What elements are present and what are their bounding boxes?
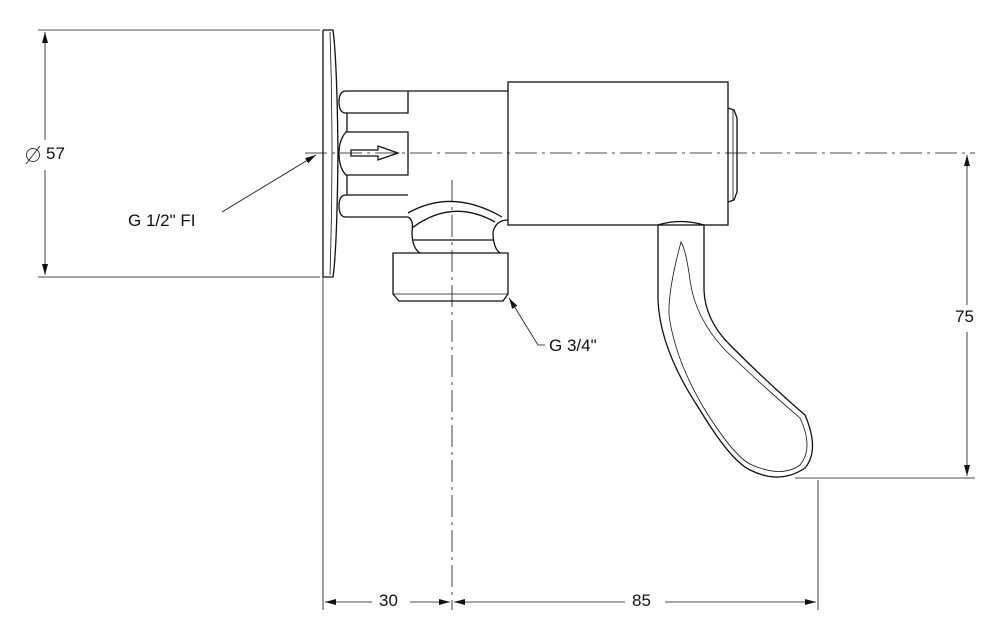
wall-plate	[322, 29, 339, 278]
dim-85-label: 85	[630, 591, 653, 611]
inlet-fins	[338, 90, 409, 218]
inlet-leader	[221, 154, 317, 213]
outlet-leader	[508, 297, 545, 346]
length-dimensions	[322, 277, 819, 610]
diameter-dimension	[25, 29, 320, 278]
height-dimension-label: 75	[953, 307, 976, 327]
outlet-thread-label: G 3/4"	[549, 336, 597, 355]
lever-handle	[657, 220, 814, 478]
valve-body	[408, 81, 738, 226]
diameter-symbol-icon	[25, 145, 41, 165]
height-dimension	[795, 155, 975, 479]
flow-arrow-icon	[350, 145, 400, 161]
outlet-connector	[392, 200, 509, 302]
diameter-label: 57	[46, 144, 65, 163]
dim-30-label: 30	[377, 591, 400, 611]
inlet-thread-label: G 1/2" FI	[128, 211, 196, 230]
